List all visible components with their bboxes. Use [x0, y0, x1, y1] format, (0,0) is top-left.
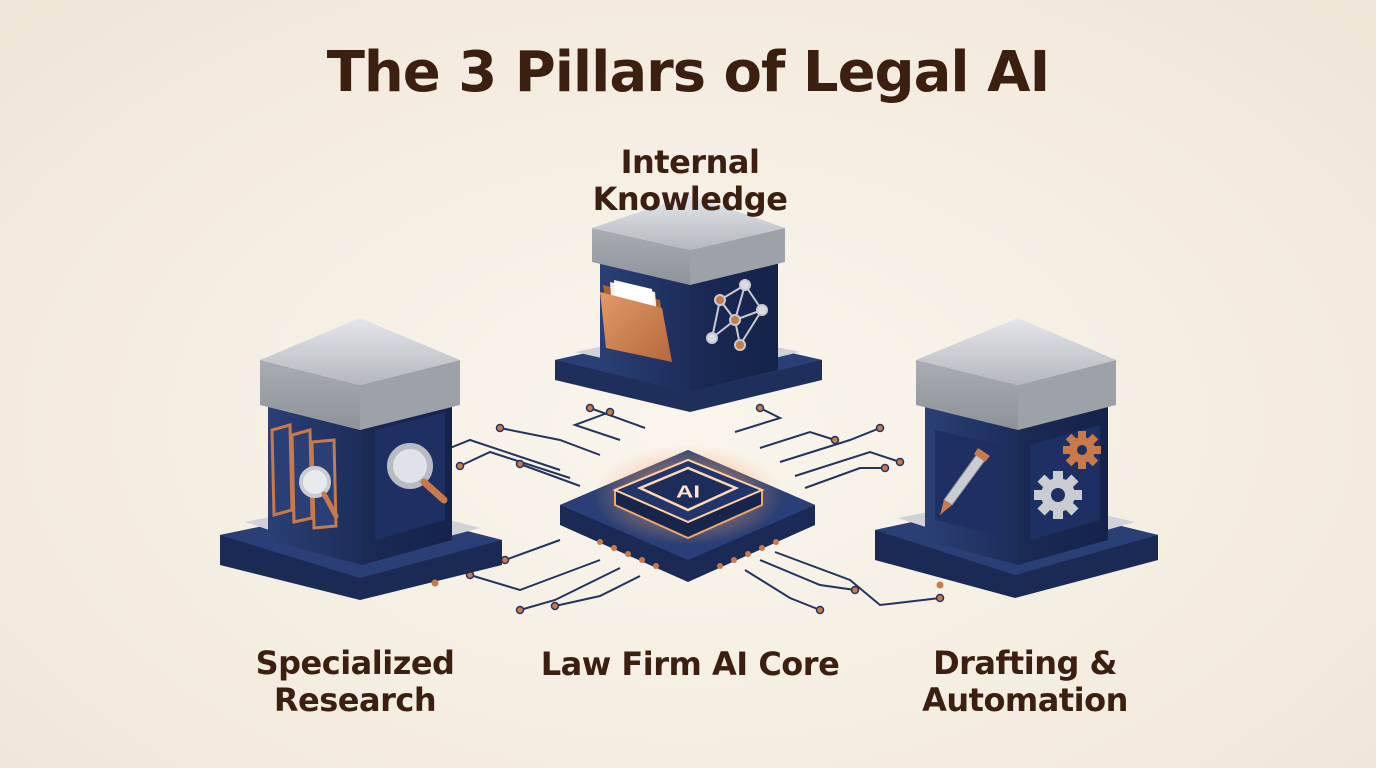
ai-core-chip: AI: [560, 372, 815, 582]
magnifier-icon: [375, 412, 448, 540]
trace-node: [515, 605, 525, 615]
page-title: The 3 Pillars of Legal AI: [326, 40, 1051, 105]
label-ai-core: Law Firm AI Core: [540, 645, 840, 683]
label-line: Automation: [922, 681, 1128, 719]
trace-node: [585, 403, 595, 413]
label-line: Specialized: [255, 644, 455, 682]
trace-node: [815, 605, 825, 615]
pen-icon: [935, 430, 1000, 535]
label-line: Knowledge: [592, 180, 788, 218]
trace: [469, 559, 601, 592]
trace-node: [515, 459, 525, 469]
trace-node: [895, 457, 905, 467]
trace-node: [605, 407, 615, 417]
pillar-drafting-automation: [875, 318, 1158, 598]
trace: [734, 407, 783, 433]
light-beams: [663, 372, 727, 455]
circuit-traces: [439, 407, 941, 611]
trace-node: [550, 601, 560, 611]
trace-node: [935, 593, 945, 603]
trace-node: [830, 435, 840, 445]
label-specialized-research: Specialized Research: [200, 645, 510, 719]
label-line: Internal: [620, 143, 760, 181]
trace-node: [500, 555, 510, 565]
pillar-internal-knowledge: [555, 195, 822, 412]
trace: [499, 427, 601, 456]
network-icon: [706, 279, 768, 351]
trace-node: [850, 585, 860, 595]
trace: [804, 467, 885, 489]
folder-icon: [600, 280, 672, 362]
trace: [759, 559, 856, 591]
trace: [779, 427, 881, 463]
trace-node: [880, 463, 890, 473]
trace-node: [755, 403, 765, 413]
chip-text: AI: [676, 482, 700, 502]
trace: [744, 569, 821, 611]
trace: [759, 430, 836, 449]
trace-node: [875, 423, 885, 433]
trace-node: [495, 423, 505, 433]
trace: [519, 463, 581, 487]
label-line: Drafting &: [933, 644, 1117, 682]
trace: [571, 411, 621, 441]
trace-node: [455, 461, 465, 471]
label-drafting-automation: Drafting & Automation: [870, 645, 1180, 719]
trace: [459, 450, 571, 479]
label-line: Research: [273, 681, 437, 719]
trace: [504, 539, 561, 561]
pillar-specialized-research: [220, 318, 502, 600]
trace: [794, 450, 901, 477]
trace: [774, 551, 941, 607]
trace: [589, 407, 646, 429]
label-internal-knowledge: Internal Knowledge: [530, 144, 850, 218]
trace: [519, 567, 621, 611]
magnifier-small-icon: [299, 466, 339, 519]
gears-icon: [1030, 425, 1101, 540]
trace: [554, 575, 641, 607]
